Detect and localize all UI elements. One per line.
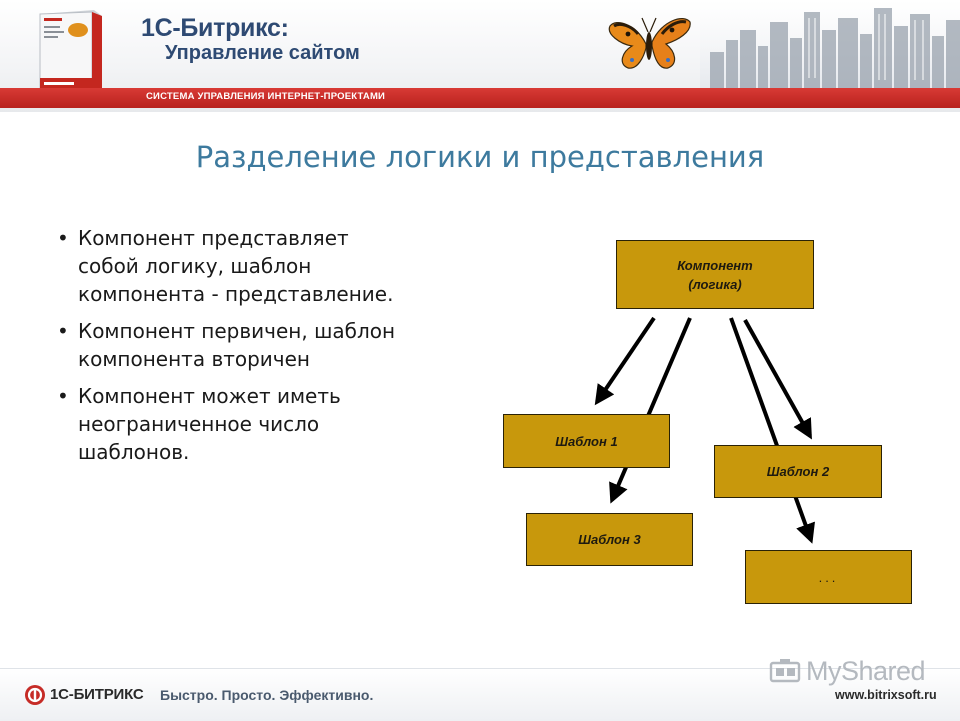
bullet-text: Компонент может иметь неограниченное чис… (78, 384, 341, 464)
arrow-to-more (729, 317, 815, 544)
brand-title: 1С-Битрикс: (141, 14, 289, 42)
list-item: • Компонент первичен, шаблон компонента … (54, 317, 414, 373)
slide-title: Разделение логики и представления (195, 140, 765, 174)
tagline-strip (0, 88, 960, 108)
template-1-box: Шаблон 1 (503, 414, 670, 468)
component-label: Компонент (677, 257, 753, 273)
template-3-box: Шаблон 3 (526, 513, 693, 566)
brand-subtitle: Управление сайтом (165, 42, 360, 64)
component-sublabel: (логика) (688, 276, 742, 292)
bullet-marker: • (57, 384, 69, 408)
arrow-to-template-2 (743, 319, 812, 440)
template-2-box: Шаблон 2 (714, 445, 882, 498)
city-skyline-icon (700, 0, 960, 88)
more-templates-box: ... (745, 550, 912, 604)
myshared-logo-icon (769, 659, 801, 683)
list-item: • Компонент может иметь неограниченное ч… (54, 382, 414, 466)
butterfly-icon (608, 17, 691, 69)
bullet-text: Компонент первичен, шаблон компонента вт… (78, 319, 396, 371)
bitrix-logo-icon (25, 685, 45, 705)
bullet-list: • Компонент представляет собой логику, ш… (54, 224, 414, 475)
watermark-text: MyShared (806, 656, 926, 686)
arrow-to-template-3 (609, 317, 692, 504)
list-item: • Компонент представляет собой логику, ш… (54, 224, 414, 308)
bullet-marker: • (57, 319, 69, 343)
tagline: СИСТЕМА УПРАВЛЕНИЯ ИНТЕРНЕТ-ПРОЕКТАМИ (146, 91, 386, 102)
footer-slogan: Быстро. Просто. Эффективно. (160, 687, 374, 703)
footer-brand: 1С-БИТРИКС (50, 686, 144, 703)
arrow-to-template-1 (594, 316, 656, 406)
bullet-text: Компонент представляет собой логику, шаб… (78, 226, 394, 306)
component-box: Компонент (логика) (616, 240, 814, 309)
footer-url[interactable]: www.bitrixsoft.ru (835, 688, 937, 702)
bullet-marker: • (57, 226, 69, 250)
